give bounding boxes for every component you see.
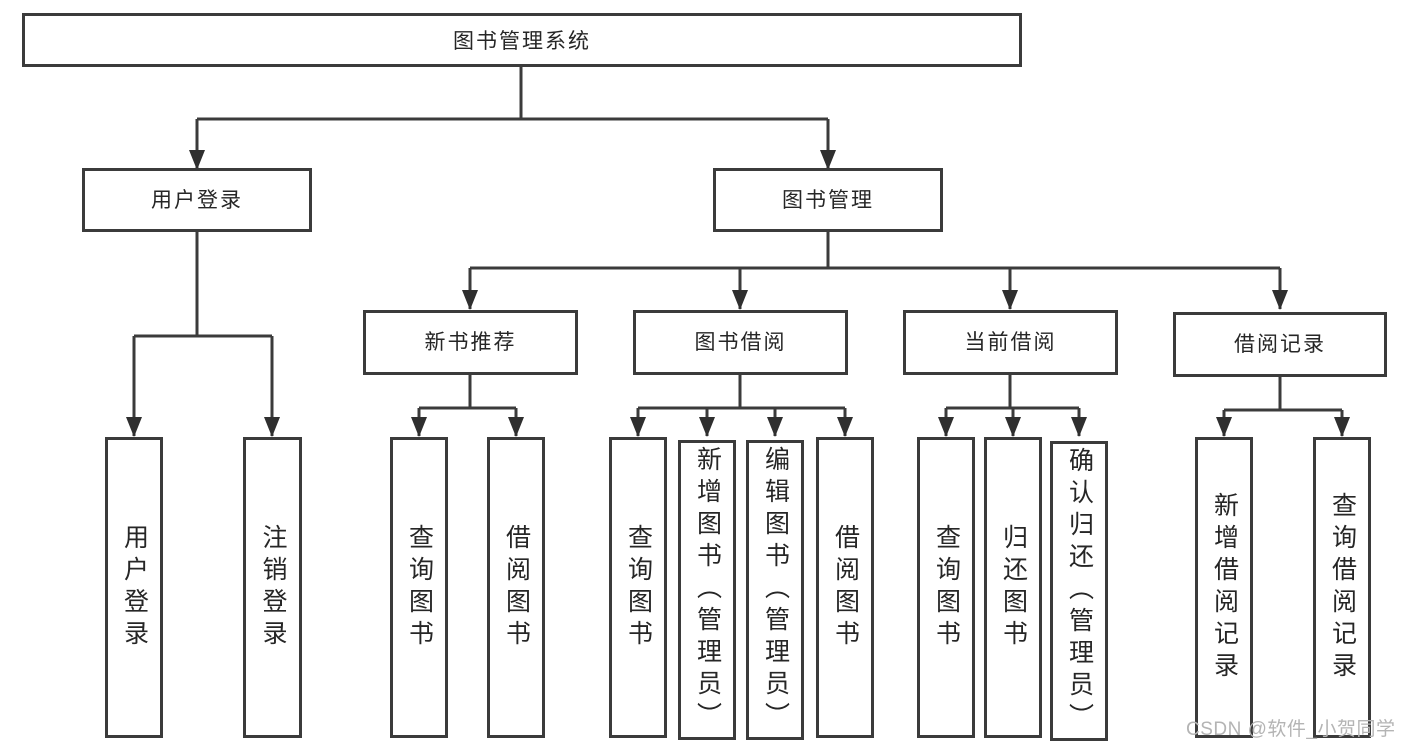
node-borrow-records-label: 借阅记录: [1234, 333, 1326, 356]
leaf-confirm-return-admin: 确认归还（管理员）: [1050, 441, 1108, 741]
leaf-borrow-books-recommend: 借阅图书: [487, 437, 545, 738]
connector-bookmgmt-trunk: [470, 232, 1280, 270]
connector-currentborrow-trunk: [946, 375, 1079, 410]
leaf-query-borrow-record-label: 查询借阅记录: [1328, 491, 1357, 684]
leaf-edit-book-admin-label: 编辑图书（管理员）: [761, 446, 790, 734]
node-new-book-recommend: 新书推荐: [363, 310, 578, 375]
node-user-login-label: 用户登录: [151, 188, 243, 212]
leaf-query-books-borrow: 查询图书: [609, 437, 667, 738]
node-current-borrow: 当前借阅: [903, 310, 1118, 375]
leaf-add-borrow-record: 新增借阅记录: [1195, 437, 1253, 738]
node-root-system: 图书管理系统: [22, 13, 1022, 67]
leaf-query-borrow-record: 查询借阅记录: [1313, 437, 1371, 738]
leaf-logout-label: 注销登录: [259, 523, 287, 652]
node-book-borrow: 图书借阅: [633, 310, 848, 375]
leaf-query-books-borrow-label: 查询图书: [624, 523, 653, 652]
leaf-borrow-books-recommend-label: 借阅图书: [502, 523, 531, 652]
watermark-text: CSDN @软件_小贺同学: [1186, 719, 1396, 740]
leaf-query-books-recommend: 查询图书: [390, 437, 448, 738]
leaf-return-book: 归还图书: [984, 437, 1042, 738]
leaf-confirm-return-admin-label: 确认归还（管理员）: [1065, 447, 1094, 735]
connector-bookborrow-trunk: [638, 375, 845, 410]
leaf-add-borrow-record-label: 新增借阅记录: [1210, 491, 1239, 684]
connector-newbook-trunk: [419, 375, 516, 410]
node-book-management-label: 图书管理: [782, 188, 874, 212]
connector-borrowrecord-trunk: [1224, 375, 1342, 412]
leaf-return-book-label: 归还图书: [999, 523, 1028, 652]
leaf-user-login: 用户登录: [105, 437, 163, 738]
leaf-add-book-admin: 新增图书（管理员）: [678, 440, 736, 740]
connector-root-trunk: [197, 66, 828, 121]
leaf-borrow-books-label: 借阅图书: [831, 523, 860, 652]
leaf-user-login-label: 用户登录: [120, 523, 149, 652]
connector-userlogin-trunk: [134, 232, 272, 338]
leaf-edit-book-admin: 编辑图书（管理员）: [746, 440, 804, 740]
node-new-book-recommend-label: 新书推荐: [424, 331, 517, 354]
leaf-add-book-admin-label: 新增图书（管理员）: [693, 446, 722, 734]
node-user-login: 用户登录: [82, 168, 312, 232]
node-root-label: 图书管理系统: [453, 30, 591, 53]
node-book-management: 图书管理: [713, 168, 943, 232]
leaf-logout: 注销登录: [243, 437, 302, 738]
node-current-borrow-label: 当前借阅: [964, 331, 1057, 354]
node-book-borrow-label: 图书借阅: [694, 331, 787, 354]
node-borrow-records: 借阅记录: [1173, 312, 1387, 377]
leaf-query-books-current-label: 查询图书: [932, 523, 961, 652]
leaf-query-books-current: 查询图书: [917, 437, 975, 738]
leaf-borrow-books: 借阅图书: [816, 437, 874, 738]
leaf-query-books-recommend-label: 查询图书: [405, 523, 434, 652]
